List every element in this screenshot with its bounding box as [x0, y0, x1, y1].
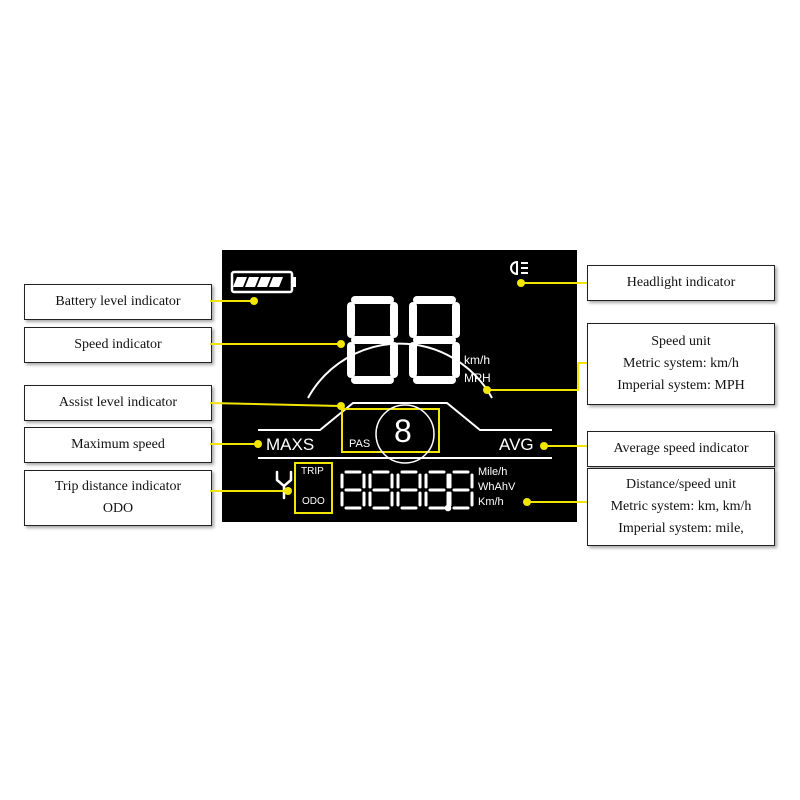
assist-trapezoid-line [258, 402, 552, 431]
lcd-graphics [230, 260, 552, 514]
pas-label: PAS [349, 438, 371, 450]
pas-ring [375, 404, 435, 464]
pas-digit: 8 [394, 413, 412, 449]
avg-label: AVG [499, 435, 534, 454]
headlight-icon [510, 260, 528, 276]
label-trip-odo: Trip distance indicator ODO [24, 470, 212, 526]
label-max-speed: Maximum speed [24, 427, 212, 463]
wrench-icon [275, 470, 293, 500]
odometer-digits [340, 470, 474, 512]
maxs-label: MAXS [266, 435, 315, 454]
label-dist-unit-title: Distance/speed unit [625, 477, 737, 492]
label-headlight-text: Headlight indicator [626, 275, 736, 290]
trip-label: TRIP [301, 466, 324, 477]
label-odo-text: ODO [102, 501, 134, 516]
trip-odo-box [294, 462, 333, 514]
label-speed-unit-title: Speed unit [651, 334, 711, 349]
unit-wh: WhAhV [478, 481, 516, 493]
label-dist-unit-metric: Metric system: km, km/h [610, 499, 752, 514]
label-max-speed-text: Maximum speed [71, 437, 165, 452]
label-speed: Speed indicator [24, 327, 212, 363]
unit-km: Km/h [478, 496, 504, 508]
label-speed-unit-metric: Metric system: km/h [623, 356, 739, 371]
label-dist-unit-imperial: Imperial system: mile, [618, 521, 744, 536]
speed-arc [307, 342, 493, 399]
odo-label: ODO [302, 496, 325, 507]
label-speed-text: Speed indicator [74, 337, 162, 352]
label-avg-speed-text: Average speed indicator [613, 441, 749, 456]
label-headlight: Headlight indicator [587, 265, 775, 301]
unit-mile: Mile/h [478, 466, 508, 478]
speed-digits [347, 296, 460, 384]
label-distance-unit: Distance/speed unit Metric system: km, k… [587, 468, 775, 546]
label-battery-text: Battery level indicator [55, 294, 181, 309]
label-speed-unit-imperial: Imperial system: MPH [617, 378, 745, 393]
lcd-display: km/h MPH MAXS AVG PAS 8 TRIP ODO Mile/h … [222, 250, 577, 522]
label-avg-speed: Average speed indicator [587, 431, 775, 467]
kmh-unit: km/h [464, 353, 491, 367]
label-speed-unit: Speed unit Metric system: km/h Imperial … [587, 323, 775, 405]
mph-unit: MPH [464, 371, 491, 385]
label-assist-level: Assist level indicator [24, 385, 212, 421]
battery-icon [230, 270, 296, 294]
label-assist-text: Assist level indicator [58, 395, 178, 410]
label-battery-level: Battery level indicator [24, 284, 212, 320]
label-trip-text: Trip distance indicator [54, 479, 182, 494]
